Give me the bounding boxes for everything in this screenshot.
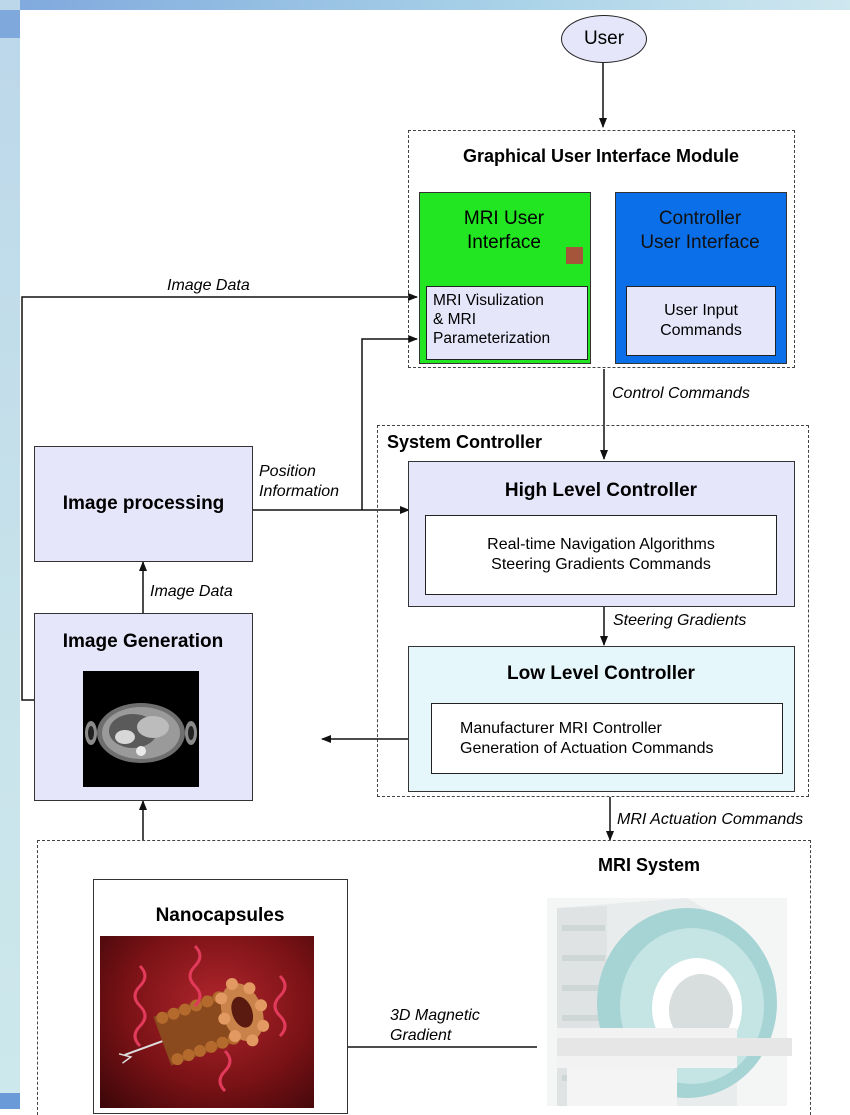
mri-scan-image <box>83 671 199 787</box>
nanocapsule-image <box>100 936 314 1108</box>
label-steering-gradients: Steering Gradients <box>613 612 747 629</box>
label-3d-magnetic-gradient: 3D Magnetic Gradient <box>390 1007 480 1044</box>
mri-ui-marker <box>566 247 583 264</box>
image-processing-box: Image processing <box>34 446 253 562</box>
nanocapsules-title: Nanocapsules <box>155 905 285 926</box>
mri-system-title: MRI System <box>598 855 701 875</box>
image-processing-title: Image processing <box>62 493 225 514</box>
high-level-algorithms-box: Real-time Navigation Algorithms Steering… <box>425 515 777 595</box>
system-controller-title: System Controller <box>387 432 543 452</box>
label-image-data-mid: Image Data <box>150 583 233 600</box>
high-level-controller: High Level Controller Real-time Navigati… <box>408 461 795 607</box>
slide-left-band <box>0 0 20 1109</box>
controller-ui-title: Controller User Interface <box>640 208 760 253</box>
mri-user-interface-panel: MRI User Interface MRI Visulization & MR… <box>419 192 591 364</box>
mri-system: MRI System Nanocapsules <box>37 840 811 1115</box>
controller-user-interface-panel: Controller User Interface User Input Com… <box>615 192 787 364</box>
arrow-position-to-mri-ui <box>361 335 418 510</box>
arrow-image-data-to-mri-ui <box>21 293 418 701</box>
mri-visualization-box: MRI Visulization & MRI Parameterization <box>426 286 588 360</box>
mri-scan-graphic <box>85 703 197 763</box>
image-generation-box: Image Generation <box>34 613 253 801</box>
label-control-commands: Control Commands <box>612 385 750 402</box>
gui-module: Graphical User Interface Module MRI User… <box>408 130 795 368</box>
label-position-information: Position Information <box>259 463 340 500</box>
mri-scanner-image <box>537 888 795 1106</box>
nanocapsule-graphic <box>118 944 287 1093</box>
high-level-title: High Level Controller <box>504 480 698 501</box>
system-controller: System Controller High Level Controller … <box>377 425 809 797</box>
image-generation-title: Image Generation <box>62 631 224 652</box>
mri-scanner-graphic <box>547 898 792 1106</box>
slide-top-band <box>0 0 850 10</box>
low-level-manufacturer-box: Manufacturer MRI Controller Generation o… <box>431 703 783 774</box>
low-level-controller: Low Level Controller Manufacturer MRI Co… <box>408 646 795 792</box>
slide-corner-block <box>0 10 20 38</box>
gui-module-title: Graphical User Interface Module <box>462 146 740 166</box>
user-node: User <box>561 15 647 63</box>
low-level-title: Low Level Controller <box>507 663 695 684</box>
label-image-data-top: Image Data <box>167 277 250 294</box>
nanocapsules-box: Nanocapsules <box>93 879 348 1114</box>
mri-ui-title: MRI User Interface <box>463 208 545 253</box>
user-input-commands-box: User Input Commands <box>626 286 776 356</box>
user-label: User <box>583 28 625 49</box>
label-mri-actuation-commands: MRI Actuation Commands <box>617 811 804 828</box>
